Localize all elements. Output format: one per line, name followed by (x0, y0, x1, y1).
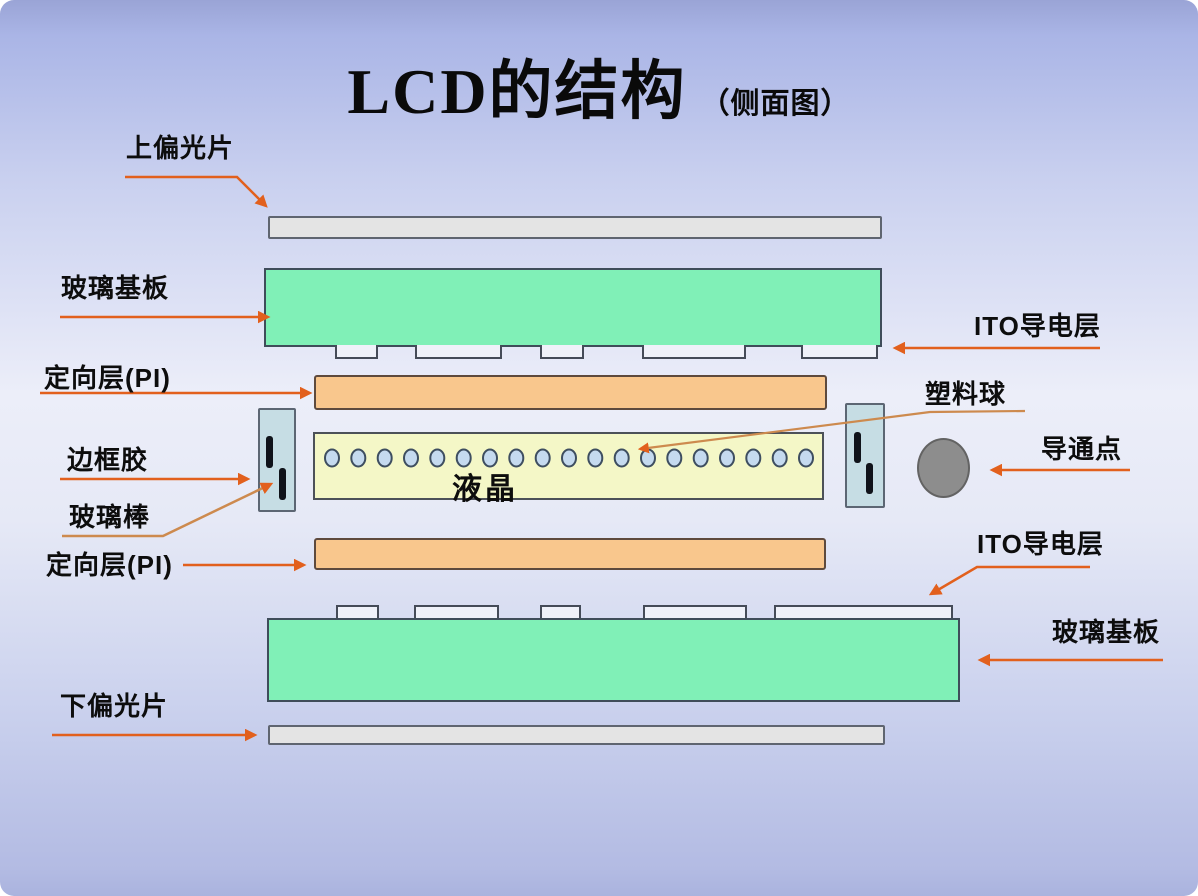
glass-rod (279, 468, 286, 500)
label-bottom-polarizer: 下偏光片 (60, 691, 169, 721)
ito-electrode (774, 605, 953, 619)
label-conduction-point: 导通点 (1041, 434, 1123, 464)
ito-electrode (336, 605, 379, 619)
label-glass-substrate-bottom: 玻璃基板 (1052, 617, 1161, 647)
label-ito-layer-top: ITO导电层 (974, 311, 1101, 341)
right-frame-seal (845, 403, 885, 508)
label-glass-rod: 玻璃棒 (69, 502, 151, 532)
left-frame-seal (258, 408, 296, 512)
conduction-point-dot (917, 438, 970, 498)
ito-electrode (540, 345, 584, 359)
arrow-ito-layer-bottom (928, 565, 1090, 596)
glass-rod (854, 432, 861, 463)
label-liquid-crystal: 液晶 (452, 473, 518, 506)
liquid-crystal-layer (313, 432, 824, 500)
title-sub: （侧面图） (700, 88, 851, 120)
label-alignment-layer-top: 定向层(PI) (44, 363, 171, 393)
bottom-alignment-layer (314, 538, 826, 570)
page-title: LCD的结构 （侧面图） (347, 40, 850, 132)
top-glass-substrate-layer (264, 268, 882, 347)
bottom-polarizer-layer (268, 725, 885, 745)
ito-electrode (643, 605, 747, 619)
label-frame-seal: 边框胶 (67, 445, 149, 475)
top-polarizer-layer (268, 216, 882, 239)
arrow-top-polarizer (125, 175, 268, 208)
label-glass-substrate-top: 玻璃基板 (61, 273, 170, 303)
label-plastic-ball: 塑料球 (925, 379, 1007, 409)
ito-electrode (335, 345, 378, 359)
top-alignment-layer (314, 375, 827, 410)
title-main: LCD的结构 (347, 56, 687, 127)
label-ito-layer-bottom: ITO导电层 (977, 529, 1104, 559)
glass-rod (266, 436, 273, 468)
ito-electrode (801, 345, 878, 359)
glass-rod (866, 463, 873, 494)
ito-electrode (414, 605, 499, 619)
ito-electrode (415, 345, 502, 359)
label-alignment-layer-bottom: 定向层(PI) (46, 550, 173, 580)
bottom-glass-substrate-layer (267, 618, 960, 702)
ito-electrode (642, 345, 746, 359)
ito-electrode (540, 605, 581, 619)
label-top-polarizer: 上偏光片 (126, 133, 235, 163)
